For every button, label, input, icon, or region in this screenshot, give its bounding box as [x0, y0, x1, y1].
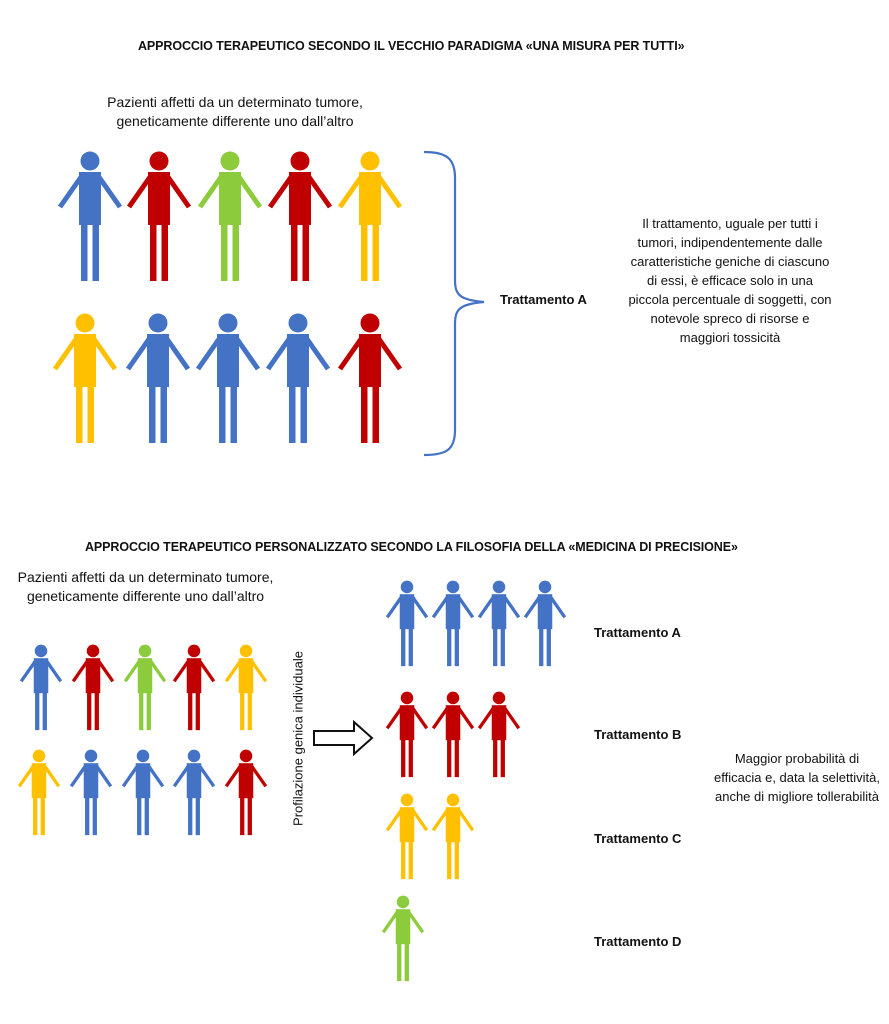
person-icon — [385, 691, 429, 778]
group-label-a: Trattamento A — [594, 625, 681, 640]
person-icon — [381, 895, 425, 982]
section1-caption: Pazienti affetti da un determinato tumor… — [107, 94, 363, 129]
person-icon — [197, 151, 263, 281]
person-icon — [19, 644, 63, 731]
group-label-b: Trattamento B — [594, 727, 682, 742]
person-icon — [52, 313, 118, 443]
section1-description: Il trattamento, uguale per tutti i tumor… — [628, 216, 832, 345]
person-icon — [265, 313, 331, 443]
section2-title: APPROCCIO TERAPEUTICO PERSONALIZZATO SEC… — [85, 540, 738, 554]
person-icon — [523, 580, 567, 667]
section2-caption: Pazienti affetti da un determinato tumor… — [17, 569, 274, 604]
person-icon — [172, 749, 216, 836]
right-arrow-icon — [313, 719, 374, 757]
person-icon — [125, 313, 191, 443]
person-icon — [477, 580, 521, 667]
person-icon — [17, 749, 61, 836]
section1-title: APPROCCIO TERAPEUTICO SECONDO IL VECCHIO… — [138, 39, 685, 53]
person-icon — [385, 580, 429, 667]
person-icon — [172, 644, 216, 731]
profiling-label: Profilazione genica individuale — [290, 651, 306, 826]
person-icon — [267, 151, 333, 281]
person-icon — [224, 644, 268, 731]
person-icon — [337, 151, 403, 281]
person-icon — [431, 691, 475, 778]
person-icon — [121, 749, 165, 836]
group-label-d: Trattamento D — [594, 934, 682, 949]
person-icon — [69, 749, 113, 836]
section2-description: Maggior probabilità di efficacia e, data… — [714, 751, 880, 804]
person-icon — [126, 151, 192, 281]
person-icon — [123, 644, 167, 731]
treatment-a-label: Trattamento A — [500, 292, 587, 307]
person-icon — [477, 691, 521, 778]
person-icon — [431, 580, 475, 667]
person-icon — [224, 749, 268, 836]
person-icon — [195, 313, 261, 443]
person-icon — [337, 313, 403, 443]
person-icon — [431, 793, 475, 880]
person-icon — [385, 793, 429, 880]
person-icon — [57, 151, 123, 281]
person-icon — [71, 644, 115, 731]
curly-brace-icon — [423, 150, 485, 457]
group-label-c: Trattamento C — [594, 831, 682, 846]
